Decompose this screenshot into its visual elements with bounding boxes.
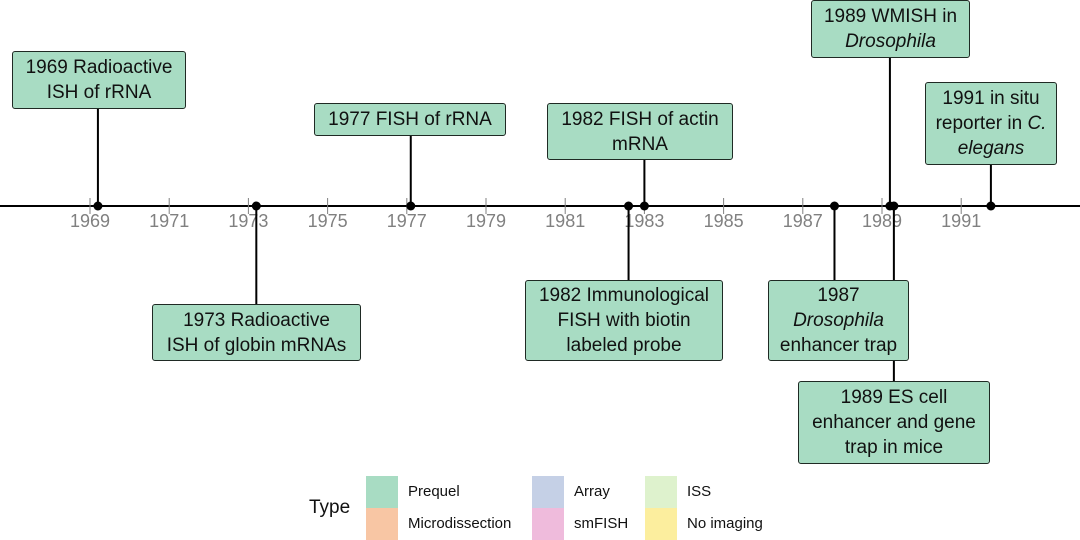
axis-tick-label: 1987 (783, 211, 823, 231)
legend-label: Microdissection (408, 515, 512, 532)
event-text-line: enhancer and gene (812, 410, 976, 435)
event-box-e1977: 1977 FISH of rRNA (314, 103, 506, 136)
event-text-segment: enhancer and gene (812, 412, 976, 433)
legend-label: smFISH (574, 515, 629, 532)
event-text-line: ISH of rRNA (26, 80, 173, 105)
axis-tick-label: 1977 (387, 211, 427, 231)
legend-swatch (532, 476, 564, 508)
event-text-segment: 1973 Radioactive (183, 309, 330, 331)
axis-tick-label: 1969 (70, 211, 110, 231)
event-dot (639, 201, 649, 211)
event-text-segment: mRNA (612, 133, 668, 155)
legend-label: ISS (687, 483, 712, 500)
event-text-line: 1987 (780, 283, 897, 308)
event-text-line: 1982 FISH of actin (561, 107, 718, 132)
event-text-line: 1989 WMISH in (824, 4, 957, 29)
event-text-line: Drosophila (780, 308, 897, 333)
legend-swatch (645, 508, 677, 540)
legend-label: No imaging (687, 515, 763, 532)
legend-title: Type (309, 497, 351, 518)
event-text-line: 1977 FISH of rRNA (328, 107, 492, 132)
axis-tick-label: 1973 (228, 211, 268, 231)
event-text-segment: 1987 (817, 285, 860, 306)
event-text-segment: reporter in (935, 113, 1028, 134)
axis-tick-label: 1979 (466, 211, 506, 231)
event-text-segment: 1969 Radioactive (25, 57, 173, 78)
event-text-line: FISH with biotin (539, 308, 709, 333)
event-text-segment: Drosophila (845, 31, 936, 52)
event-text-segment: 1982 FISH of actin (561, 108, 719, 130)
event-box-e1982a: 1982 FISH of actin mRNA (547, 103, 733, 160)
event-dot (829, 201, 839, 211)
event-text-line: elegans (936, 136, 1047, 161)
axis-tick-label: 1989 (862, 211, 902, 231)
event-text-line: labeled probe (539, 333, 709, 358)
event-text-segment: Drosophila (793, 310, 884, 331)
axis-tick-label: 1971 (149, 211, 189, 231)
event-box-e1989b: 1989 ES cell enhancer and gene trap in mic… (798, 381, 990, 464)
event-box-e1989a: 1989 WMISH in Drosophila (811, 0, 970, 58)
axis-tick-label: 1985 (704, 211, 744, 231)
event-text-line: trap in mice (812, 435, 976, 460)
event-text-line: enhancer trap (780, 333, 897, 358)
legend-swatch (366, 476, 398, 508)
event-dot (93, 201, 103, 211)
event-text-segment: ISH of rRNA (46, 82, 152, 103)
event-dot (986, 201, 996, 211)
event-text-line: 1969 Radioactive (26, 55, 173, 80)
event-dot (889, 201, 899, 211)
event-text-line: mRNA (561, 132, 718, 157)
event-text-segment: 1977 FISH of rRNA (328, 109, 492, 130)
axis-tick-label: 1975 (308, 211, 348, 231)
event-dot (406, 201, 416, 211)
axis-tick-label: 1983 (624, 211, 664, 231)
legend-swatch (532, 508, 564, 540)
event-text-line: 1973 Radioactive (167, 308, 347, 333)
event-text-line: 1989 ES cell (812, 385, 976, 410)
legend-swatch (366, 508, 398, 540)
event-text-segment: labeled probe (566, 335, 682, 356)
event-text-segment: enhancer trap (779, 335, 898, 356)
axis-tick-label: 1981 (545, 211, 585, 231)
legend-swatch (645, 476, 677, 508)
event-text-segment: trap in mice (844, 437, 944, 458)
legend-label: Prequel (408, 483, 460, 500)
event-text-segment: C. (1027, 113, 1047, 134)
event-text-segment: ISH of globin mRNAs (166, 334, 347, 356)
event-text-segment: 1989 WMISH in (823, 6, 958, 27)
event-text-segment: 1982 Immunological (538, 285, 710, 306)
axis-tick-label: 1991 (941, 211, 981, 231)
event-text-line: reporter in C. (936, 111, 1047, 136)
event-text-line: ISH of globin mRNAs (167, 333, 347, 358)
event-text-line: 1991 in situ (936, 86, 1047, 111)
event-text-segment: 1989 ES cell (840, 387, 948, 408)
event-text-line: Drosophila (824, 29, 957, 54)
event-text-segment: FISH with biotin (557, 310, 691, 331)
event-text-line: 1982 Immunological (539, 283, 709, 308)
event-text-segment: 1991 in situ (942, 88, 1040, 109)
event-dot (624, 201, 634, 211)
legend-label: Array (574, 483, 610, 500)
event-dot (251, 201, 261, 211)
event-text-segment: elegans (957, 138, 1025, 159)
